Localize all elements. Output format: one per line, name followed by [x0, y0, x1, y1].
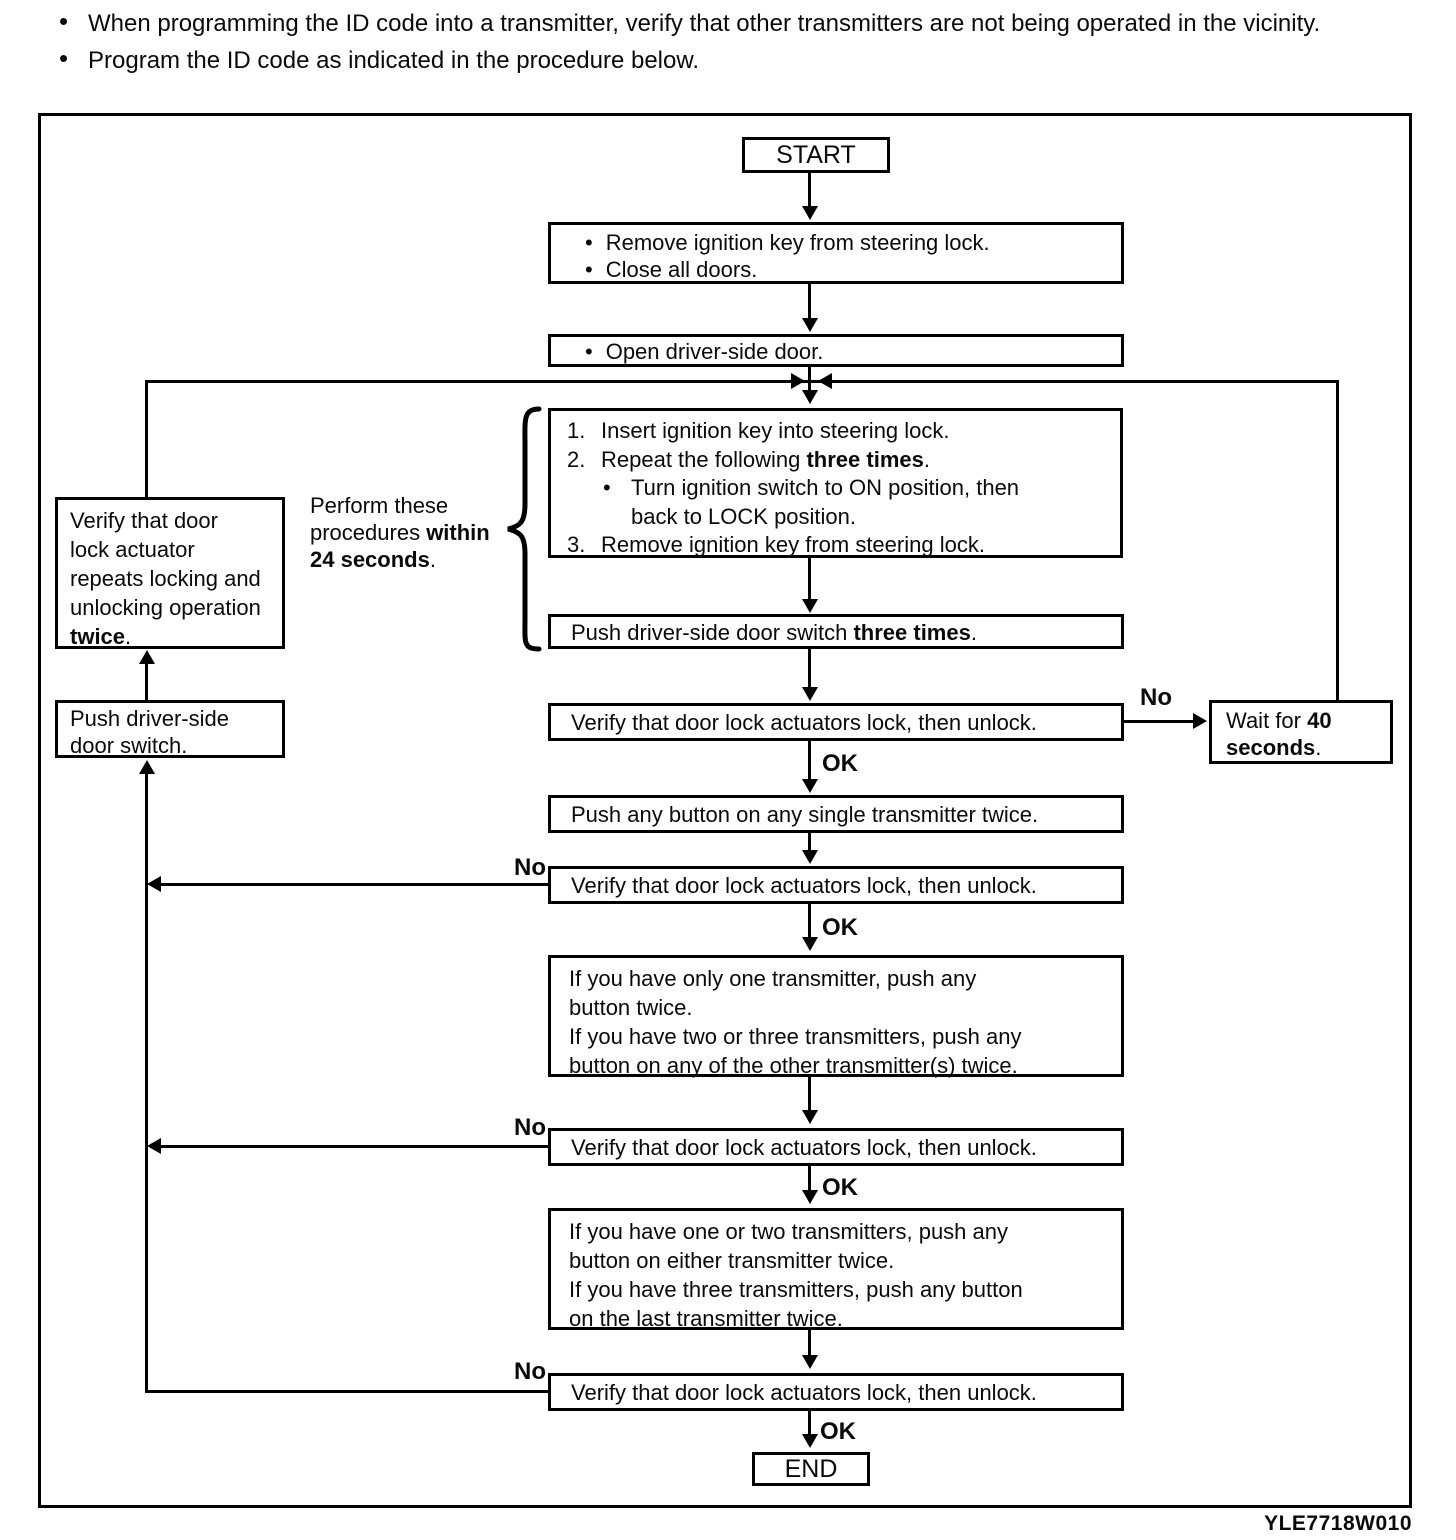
no-label-3: No [514, 1114, 546, 1141]
left-push-box: Push driver-side door switch. [55, 700, 285, 758]
procedure-substep: Turn ignition switch to ON position, the… [631, 475, 1020, 500]
figure-code: YLE7718W010 [1264, 1512, 1412, 1535]
procedure-substep: back to LOCK position. [631, 503, 857, 529]
transmitters-box-1: If you have only one transmitter, push a… [548, 955, 1124, 1078]
procedure-box: 1. Insert ignition key into steering lock… [548, 408, 1123, 558]
flow-line [808, 1411, 811, 1434]
arrowhead-down [802, 1355, 818, 1369]
procedure-step: Repeat the following three times. [601, 446, 930, 472]
arrowhead-down [802, 206, 818, 220]
arrowhead-down [802, 687, 818, 701]
list-number: 1. [567, 418, 586, 443]
bullet-icon: • [59, 43, 69, 73]
flow-line [808, 1077, 811, 1110]
note-item: • Program the ID code as indicated in th… [55, 43, 1400, 76]
ok-label-3: OK [822, 1174, 858, 1201]
flow-line [808, 833, 811, 850]
bullet-icon: • [59, 6, 69, 36]
bullet-icon: • [585, 339, 593, 364]
verify-box-4: Verify that door lock actuators lock, th… [548, 1373, 1124, 1411]
wait-box: Wait for 40 seconds. [1209, 700, 1393, 764]
push-switch-three-box: Push driver-side door switch three times… [548, 614, 1124, 649]
note-item: • When programming the ID code into a tr… [55, 6, 1400, 39]
no-line-3 [159, 1145, 548, 1148]
no-line-2 [159, 883, 548, 886]
arrowhead-left [147, 876, 161, 892]
wait-feedback-line [1336, 381, 1339, 700]
bullet-icon: • [603, 475, 611, 500]
arrowhead-up [139, 650, 155, 664]
start-label: START [776, 141, 856, 169]
arrowhead-down [802, 850, 818, 864]
step-text: Open driver-side door. [605, 339, 824, 364]
verify-box-3: Verify that door lock actuators lock, th… [548, 1128, 1124, 1166]
flow-line [808, 284, 811, 318]
flowchart-border [38, 113, 1412, 1508]
verify-box-2: Verify that door lock actuators lock, th… [548, 866, 1124, 904]
verify-box-1: Verify that door lock actuators lock, th… [548, 703, 1124, 741]
arrowhead-down [802, 390, 818, 404]
flow-line [808, 741, 811, 779]
flow-line [808, 367, 811, 390]
notes-list: • When programming the ID code into a tr… [55, 6, 1400, 82]
start-node: START [742, 137, 890, 173]
junction-arrowhead-right [791, 373, 805, 389]
arrowhead-down [802, 599, 818, 613]
list-number: 3. [567, 532, 586, 557]
no-line-4 [146, 1390, 548, 1393]
brace-icon [507, 406, 542, 652]
step-box-open-door: • Open driver-side door. [548, 334, 1124, 367]
flow-line [808, 1330, 811, 1355]
arrowhead-right [1193, 713, 1207, 729]
step-text: Close all doors. [605, 257, 758, 282]
ok-label-4: OK [820, 1418, 856, 1445]
flow-line [808, 558, 811, 599]
flow-line [808, 1166, 811, 1190]
end-node: END [752, 1452, 870, 1486]
step-box-initial: • Remove ignition key from steering lock.… [548, 222, 1124, 284]
flow-line [808, 173, 811, 206]
no-label-2: No [514, 854, 546, 881]
left-feedback-line-top [145, 381, 148, 497]
flow-line [145, 662, 148, 700]
junction-arrowhead-left [818, 373, 832, 389]
left-feedback-line-bottom [145, 772, 148, 1393]
arrowhead-up [139, 760, 155, 774]
arrowhead-down [802, 937, 818, 951]
ok-label-1: OK [822, 750, 858, 777]
procedure-step: Insert ignition key into steering lock. [601, 418, 950, 443]
step-text: Remove ignition key from steering lock. [605, 230, 990, 255]
flow-line [808, 649, 811, 687]
arrowhead-down [802, 1190, 818, 1204]
arrowhead-left [147, 1138, 161, 1154]
ok-label-2: OK [822, 914, 858, 941]
no-label-4: No [514, 1358, 546, 1385]
push-any-single-box: Push any button on any single transmitte… [548, 795, 1124, 833]
perform-note: Perform these procedures within 24 secon… [310, 493, 490, 572]
arrowhead-down [802, 1434, 818, 1448]
no-label-1: No [1140, 684, 1172, 711]
left-verify-box: Verify that door lock actuator repeats l… [55, 497, 285, 649]
arrowhead-down [802, 779, 818, 793]
flow-line [808, 904, 811, 937]
note-text: When programming the ID code into a tran… [88, 10, 1321, 37]
bullet-icon: • [585, 230, 593, 255]
arrowhead-down [802, 318, 818, 332]
end-label: END [784, 1455, 838, 1483]
list-number: 2. [567, 446, 586, 472]
note-text: Program the ID code as indicated in the … [88, 47, 700, 74]
feedback-return-line [145, 380, 1339, 383]
procedure-step: Remove ignition key from steering lock. [601, 532, 985, 557]
no-line-1 [1124, 720, 1197, 723]
bullet-icon: • [585, 257, 593, 282]
transmitters-box-2: If you have one or two transmitters, pus… [548, 1208, 1124, 1331]
arrowhead-down [802, 1110, 818, 1124]
